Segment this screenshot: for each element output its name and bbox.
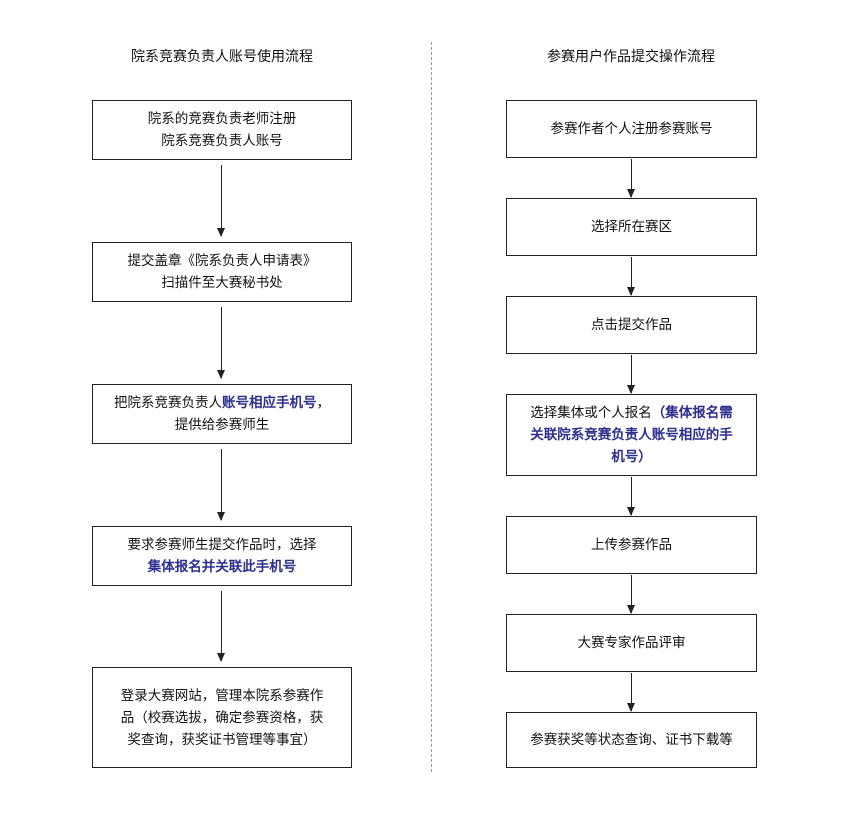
right-step-3-text: 点击提交作品 — [591, 317, 672, 333]
right-step-5-text: 上传参赛作品 — [591, 537, 672, 553]
right-step-4-text-pre: 选择集体或个人报名 — [530, 405, 652, 421]
left-step-1-line-2: 院系竞赛负责人账号 — [161, 133, 283, 149]
left-step-5-line-2: 品（校赛选拔，确定参赛资格，获 — [120, 709, 324, 726]
right-step-1-text: 参赛作者个人注册参赛账号 — [550, 121, 713, 137]
right-step-4-highlight-1: （集体报名需 — [651, 405, 733, 421]
right-arrow-1 — [627, 159, 635, 198]
right-step-7-text: 参赛获奖等状态查询、证书下载等 — [530, 732, 733, 748]
left-step-2-box: 提交盖章《院系负责人申请表》 扫描件至大赛秘书处 — [92, 242, 352, 302]
right-arrow-4 — [627, 477, 635, 516]
right-arrow-2 — [627, 257, 635, 296]
right-arrow-6 — [627, 673, 635, 712]
left-arrow-2 — [217, 307, 225, 379]
right-flow-title: 参赛用户作品提交操作流程 — [547, 49, 715, 65]
right-step-2-text: 选择所在赛区 — [591, 219, 672, 235]
left-step-4-line-1: 要求参赛师生提交作品时，选择 — [127, 537, 317, 553]
left-step-4-box: 要求参赛师生提交作品时，选择 集体报名并关联此手机号 — [92, 526, 352, 586]
right-step-6-text: 大赛专家作品评审 — [577, 635, 686, 651]
left-step-3-text-post: ， — [316, 395, 331, 411]
left-step-5-line-1: 登录大赛网站，管理本院系参赛作 — [120, 687, 324, 704]
right-step-4-highlight-3: 机号） — [611, 449, 652, 465]
right-arrow-5 — [627, 575, 635, 614]
left-step-1-box: 院系的竞赛负责老师注册 院系竞赛负责人账号 — [92, 100, 352, 160]
left-step-3-line-1: 把院系竞赛负责人账号相应手机号， — [114, 392, 330, 414]
left-arrow-1 — [217, 165, 225, 237]
left-step-3-text-pre: 把院系竞赛负责人 — [114, 395, 222, 411]
right-arrow-3 — [627, 355, 635, 394]
left-flow-title: 院系竞赛负责人账号使用流程 — [131, 49, 313, 65]
right-step-4-box: 选择集体或个人报名（集体报名需 关联院系竞赛负责人账号相应的手 机号） — [506, 394, 757, 476]
right-step-6-box: 大赛专家作品评审 — [506, 614, 757, 672]
left-step-3-highlight: 账号相应手机号 — [222, 395, 317, 411]
right-step-1-box: 参赛作者个人注册参赛账号 — [506, 100, 757, 158]
left-step-1-line-1: 院系的竞赛负责老师注册 — [147, 111, 297, 127]
column-divider — [431, 42, 432, 772]
left-step-2-line-1: 提交盖章《院系负责人申请表》 — [127, 253, 317, 269]
left-step-5-box: 登录大赛网站，管理本院系参赛作 品（校赛选拔，确定参赛资格，获 奖查询，获奖证书… — [92, 667, 352, 768]
right-step-4-line-1: 选择集体或个人报名（集体报名需 — [530, 402, 733, 424]
right-step-7-box: 参赛获奖等状态查询、证书下载等 — [506, 712, 757, 768]
right-step-4-highlight-2: 关联院系竞赛负责人账号相应的手 — [530, 427, 733, 443]
left-step-5-line-3: 奖查询，获奖证书管理等事宜） — [127, 731, 317, 748]
left-arrow-4 — [217, 591, 225, 662]
left-arrow-3 — [217, 449, 225, 521]
left-step-3-line-2: 提供给参赛师生 — [174, 417, 270, 433]
left-step-3-box: 把院系竞赛负责人账号相应手机号， 提供给参赛师生 — [92, 384, 352, 444]
right-step-5-box: 上传参赛作品 — [506, 516, 757, 574]
right-step-3-box: 点击提交作品 — [506, 296, 757, 354]
left-step-4-highlight: 集体报名并关联此手机号 — [147, 559, 297, 575]
left-step-2-line-2: 扫描件至大赛秘书处 — [161, 275, 283, 291]
right-step-2-box: 选择所在赛区 — [506, 198, 757, 256]
